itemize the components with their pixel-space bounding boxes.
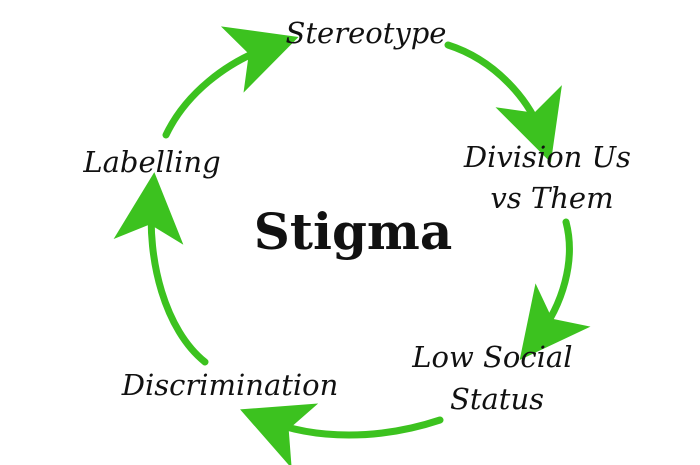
stage-label-stereotype-line1: Stereotype	[286, 16, 447, 50]
stage-label-discrimination-line1: Discrimination	[121, 368, 339, 402]
stage-label-division-line2: vs Them	[490, 181, 613, 215]
center-title: Stigma	[254, 202, 452, 261]
stage-label-low-social-status-line1: Low Social	[411, 340, 572, 374]
stage-label-low-social-status-line2: Status	[450, 382, 544, 416]
stage-label-labelling-line1: Labelling	[82, 145, 220, 179]
arrow-discrimination-to-labelling	[113, 172, 209, 366]
stage-label-low-social-status: Low Social Status	[411, 340, 581, 416]
stage-label-division: Division Us vs Them	[463, 140, 640, 215]
stage-label-stereotype: Stereotype	[286, 16, 447, 50]
arrow-low-social-status-to-discrimination	[240, 403, 444, 465]
arrow-labelling-to-stereotype	[162, 26, 299, 139]
stage-label-discrimination: Discrimination	[121, 368, 339, 402]
stage-label-division-line1: Division Us	[463, 140, 631, 174]
stage-label-labelling: Labelling	[82, 145, 220, 179]
arrow-stereotype-to-division	[444, 41, 562, 163]
arrow-division-to-low-social-status	[519, 218, 591, 361]
